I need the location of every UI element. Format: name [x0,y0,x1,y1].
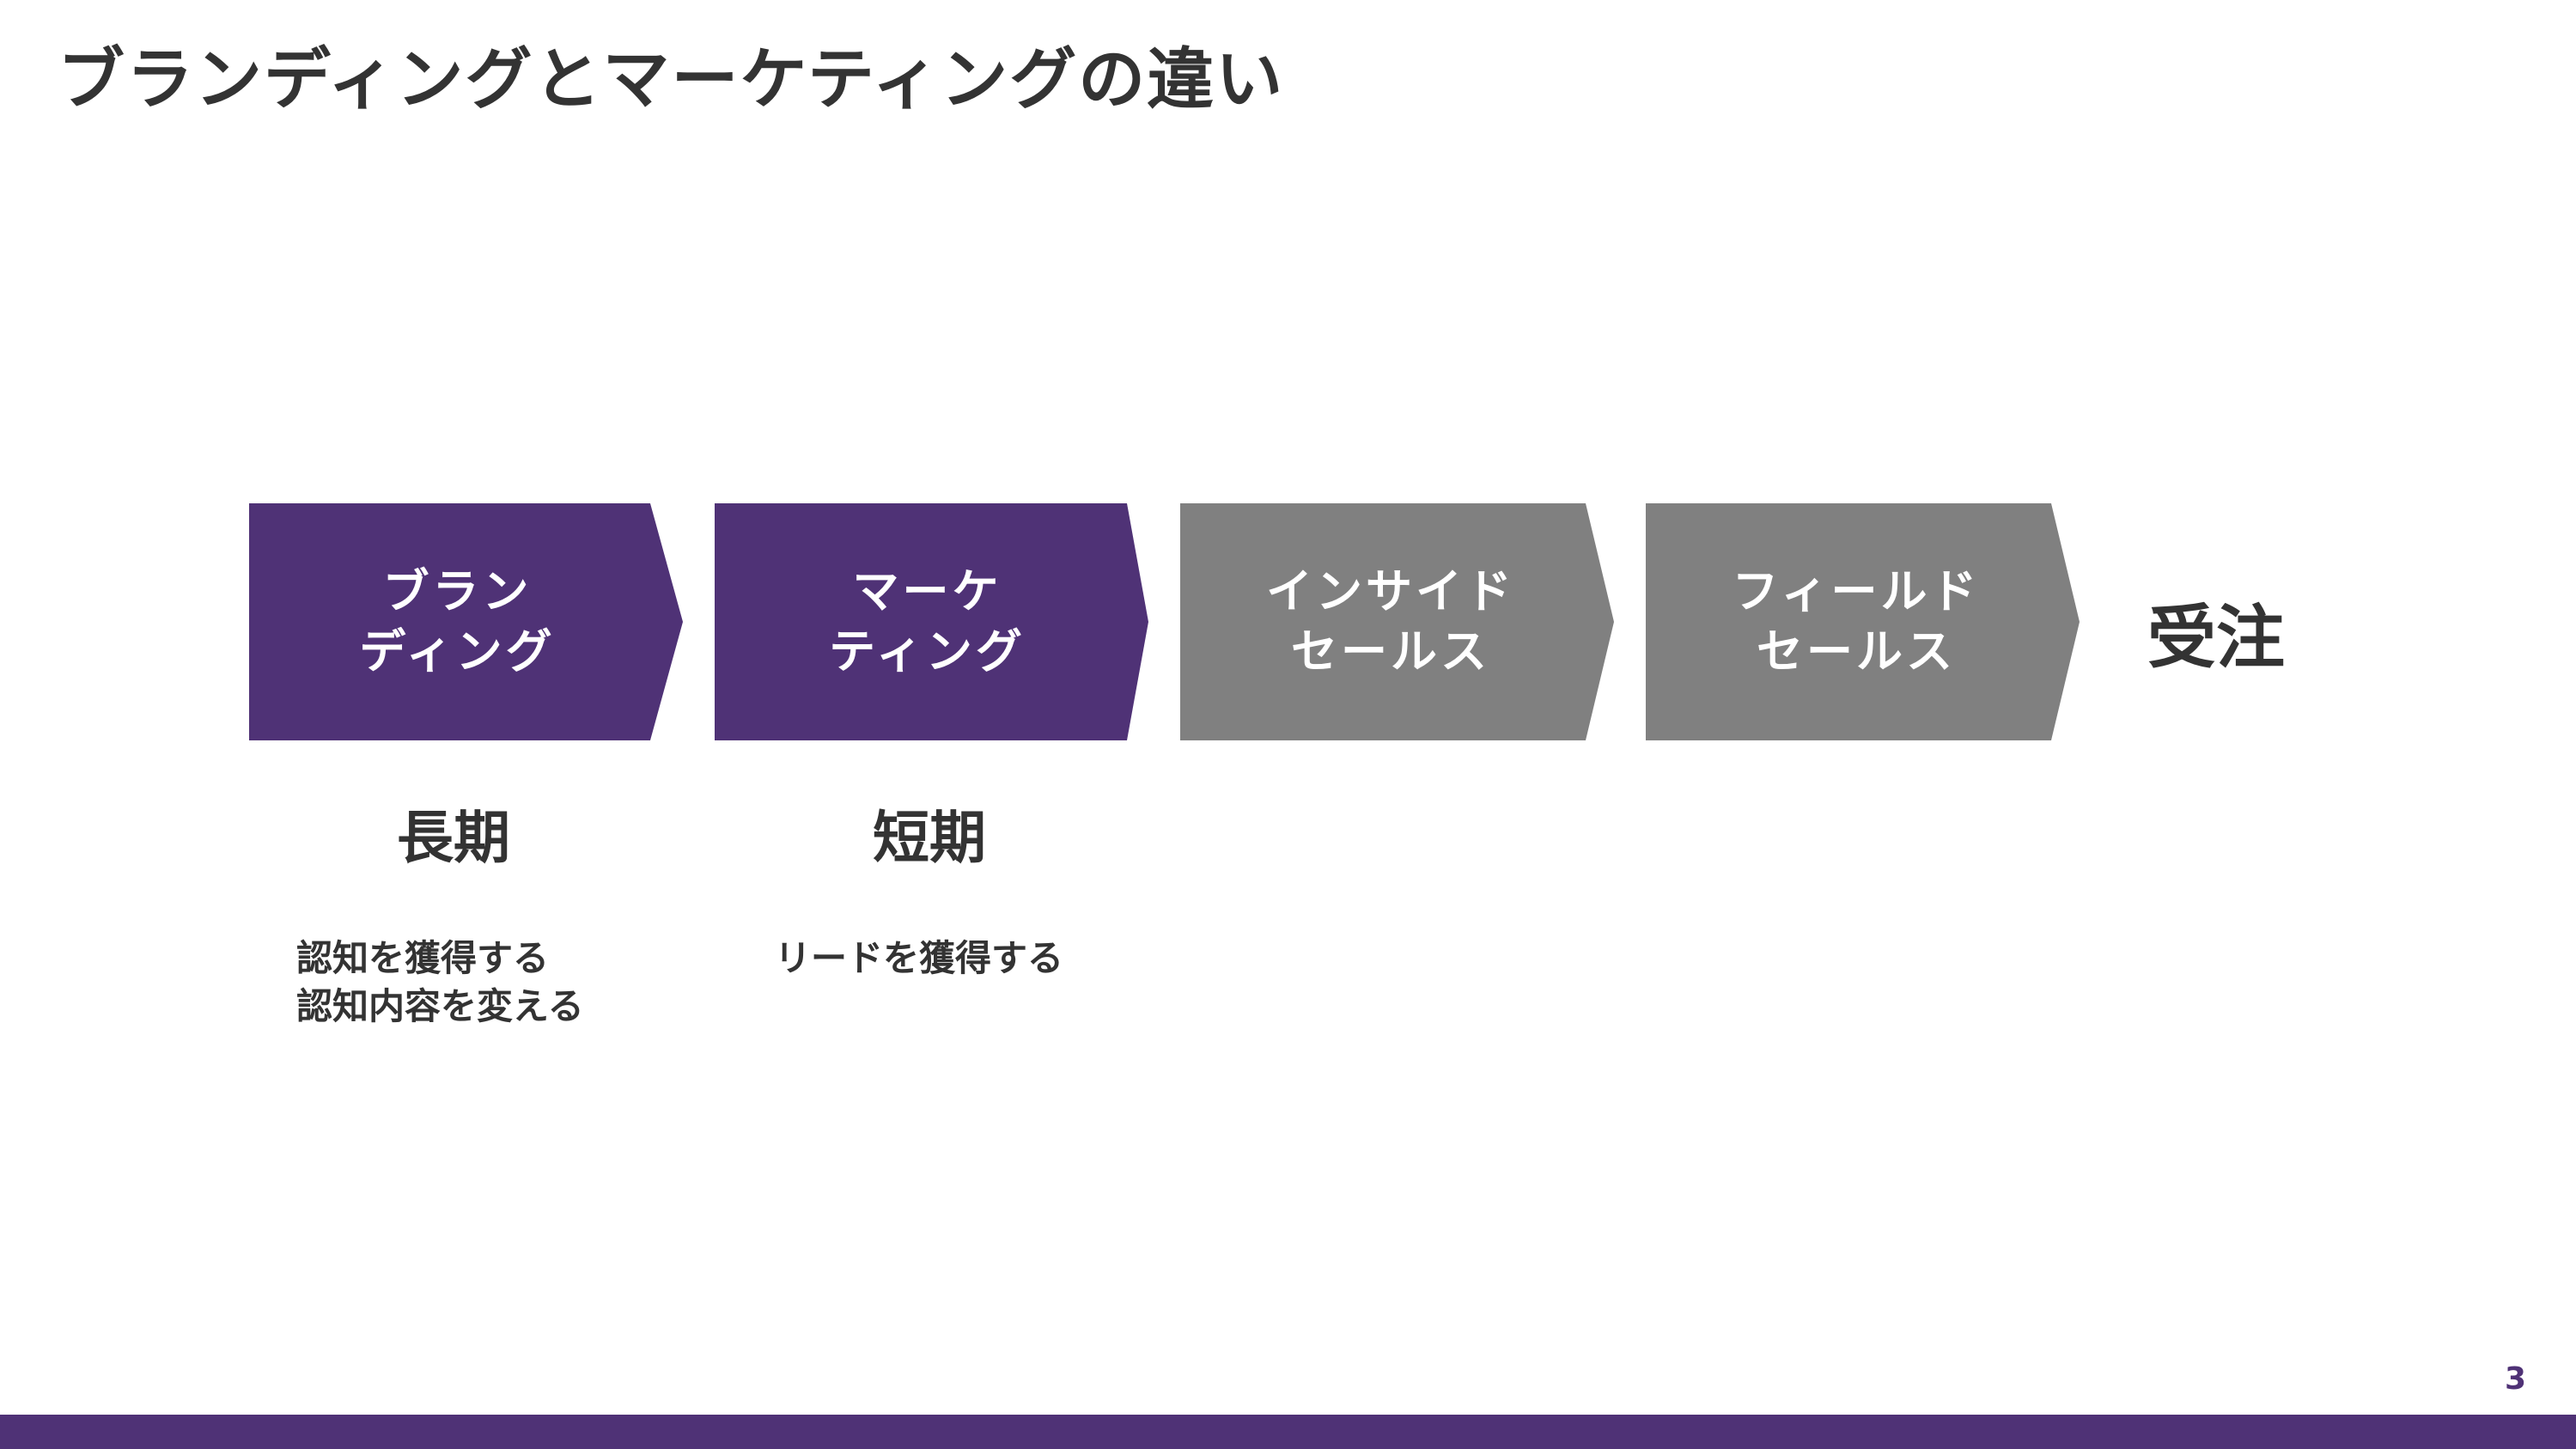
chevron-shape [1180,503,1614,740]
branding-term: 長期 [397,805,510,871]
chevron-shape [715,503,1148,740]
flow-step-label-line1: インサイド [1266,564,1515,618]
flow-step-label-line2: セールス [1757,624,1956,679]
flow-step-label-line1: マーケ [852,564,1002,618]
marketing-description-line: リードを獲得する [775,937,1064,979]
footer-bar [0,1415,2576,1449]
flow-step-marketing: マーケ ティング [715,503,1148,740]
chevron-shape [249,503,683,740]
flow-step-label: フィールド セールス [1646,503,2067,740]
flow-step-label-line1: ブラン [382,564,533,618]
marketing-term: 短期 [873,805,986,871]
flow-step-label: インサイド セールス [1180,503,1601,740]
flow-step-label-line2: ディング [359,624,556,679]
branding-description: 認知を獲得する 認知内容を変える [296,935,584,1031]
flow-step-label-line1: フィールド [1732,564,1981,618]
chevron-shape [1646,503,2080,740]
flow-step-branding: ブラン ディング [249,503,683,740]
flow-step-label: ブラン ディング [249,503,666,740]
marketing-description: リードを獲得する [775,935,1063,983]
flow-step-label-line2: ティング [829,624,1026,679]
branding-description-line: 認知内容を変える [296,985,584,1027]
page-number: 3 [2504,1361,2526,1397]
flow-step-label: マーケ ティング [715,503,1140,740]
flow-step-label-line2: セールス [1291,624,1490,679]
flow-step-field-sales: フィールド セールス [1646,503,2080,740]
flow-end-label: 受注 [2147,598,2285,678]
flow-step-inside-sales: インサイド セールス [1180,503,1614,740]
slide-title: ブランディングとマーケティングの違い [58,41,1285,119]
branding-description-line: 認知を獲得する [296,937,550,979]
